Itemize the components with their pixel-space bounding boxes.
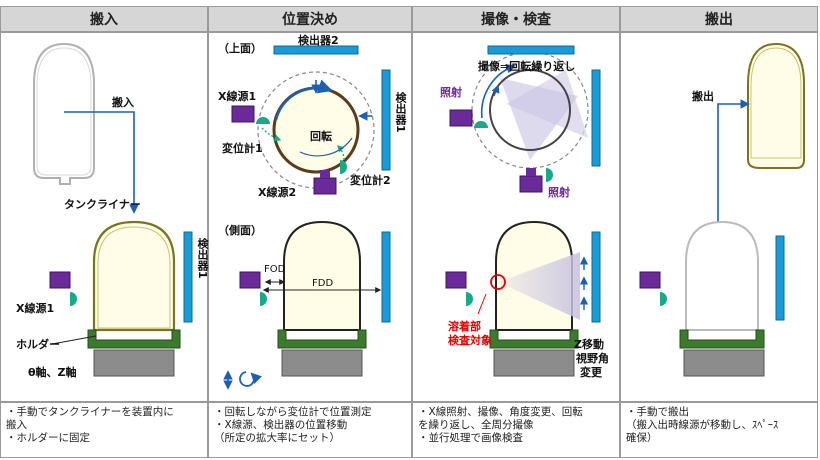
label-fdd: FDD [312,278,334,289]
note-line: ・回転しながら変位計で位置測定 [214,406,372,418]
stage-icon [93,349,175,377]
header-positioning: 位置決め [208,6,412,32]
xray-source1-icon [49,271,71,289]
detector1-top-icon [381,69,391,171]
label-tank-liner: タンクライナー [64,198,141,211]
note-line: ・X線照射、撮像、角度変更、回転 [418,406,583,418]
note-line: （搬入出時線源が移動し、ｽﾍﾟｰｽ [626,419,779,431]
rotate-icon [239,371,262,387]
tank-liner-outline-icon [33,42,95,185]
note-carry-in: ・手動でタンクライナーを装置内に 搬入 ・ホルダーに固定 [0,402,208,458]
tank-liner-icon [92,220,176,332]
detector1-icon [183,231,193,323]
note-line: 搬入 [6,419,27,431]
label-top-view: （上面） [218,42,262,55]
label-xray-source2: X線源2 [258,186,297,199]
note-line: ・ホルダーに固定 [6,432,90,444]
displacement-sensor-icon [70,292,77,306]
label-z-move: Z移動 [574,338,604,351]
label-rotate: 回転 [310,130,332,143]
label-inspection-target: 検査対象 [448,334,492,347]
holder-icon [87,329,181,349]
carry-in-arrow-icon [64,111,139,214]
label-irradiate-2: 照射 [548,186,570,199]
label-xray-source1: X線源1 [16,302,55,315]
note-line: 確保） [626,432,658,444]
label-xray-source1-top: X線源1 [218,90,257,103]
note-line: ・並行処理で画像検査 [418,432,523,444]
label-side-view: （側面） [218,224,262,237]
panel3-graphics [445,45,601,377]
label-detector1: 検出器1 [196,238,209,279]
note-imaging: ・X線照射、撮像、角度変更、回転 を繰り返し、全周分撮像 ・並行処理で画像検査 [412,402,620,458]
panel2-graphics [223,45,391,390]
note-positioning: ・回転しながら変位計で位置測定 ・X線源、検出器の位置移動 （所定の拡大率にセッ… [208,402,412,458]
note-line: を繰り返し、全周分撮像 [418,419,534,431]
tank-liner-out-icon [747,42,805,169]
note-carry-out: ・手動で搬出 （搬入出時線源が移動し、ｽﾍﾟｰｽ 確保） [620,402,818,458]
label-detector1-top: 検出器1 [394,92,407,133]
panel1-graphics [33,42,193,377]
xray-source2-icon [313,177,337,195]
label-change: 変更 [580,366,602,379]
panel4-graphics [639,42,805,377]
xray-source1-top-icon [231,105,255,123]
label-axes: θ軸、Z軸 [28,366,77,379]
label-weld-part: 溶着部 [448,320,481,333]
label-displacement-sensor1: 変位計1 [222,142,263,155]
label-irradiate-1: 照射 [440,86,462,99]
header-carry-out: 搬出 [620,6,818,32]
detector2-icon [273,45,359,55]
label-imaging-repeat: 撮像⇒回転繰り返し [478,60,576,73]
label-detector2: 検出器2 [298,34,339,47]
header-carry-in: 搬入 [0,6,208,32]
label-carry-out: 搬出 [692,90,714,103]
label-holder: ホルダー [16,338,60,351]
note-line: ・X線源、検出器の位置移動 [214,419,348,431]
label-displacement-sensor2: 変位計2 [350,174,391,187]
label-fod: FOD [264,264,286,275]
note-line: （所定の拡大率にセット） [214,432,340,444]
label-view-angle: 視野角 [576,352,609,365]
label-carry-in: 搬入 [112,96,134,109]
note-line: ・手動でタンクライナーを装置内に [6,406,174,418]
header-imaging-inspection: 撮像・検査 [412,6,620,32]
note-line: ・手動で搬出 [626,406,689,418]
carry-out-arrow-icon [717,99,750,238]
